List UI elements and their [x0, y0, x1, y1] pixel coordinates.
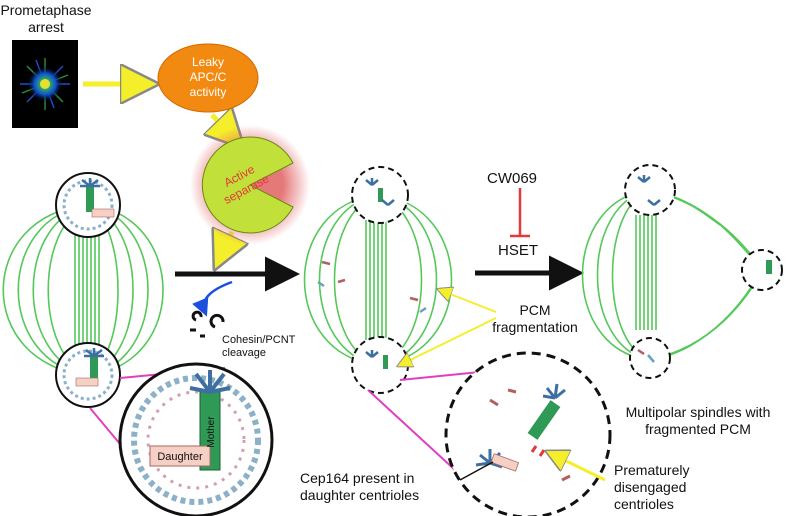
premature-line-1: Prematurely	[614, 462, 690, 478]
premature-line-3: centrioles	[614, 496, 674, 512]
inhibitor-label: CW069	[487, 170, 538, 187]
cep164-line-2: daughter centrioles	[300, 487, 420, 503]
prometaphase-line-1: Prometaphase	[0, 2, 92, 18]
centrosome-right-top	[624, 164, 676, 216]
pcm-arrows	[400, 290, 497, 365]
centrosome-left-top	[55, 172, 121, 238]
apc-oval	[157, 43, 259, 113]
premature-line-2: disengaged	[614, 479, 687, 495]
prometaphase-cell-image	[12, 40, 78, 128]
pcm-label: PCM fragmentation	[490, 302, 580, 336]
fragment-marks-right	[637, 175, 772, 363]
premature-arrow	[550, 453, 606, 482]
pcm-line-2: fragmentation	[492, 319, 578, 335]
cep164-line-1: Cep164 present in	[300, 470, 415, 486]
multipolar-line-2: fragmented PCM	[645, 421, 751, 437]
pcm-line-1: PCM	[519, 302, 551, 318]
zoom-line-mid-1	[367, 389, 456, 471]
apc-line-1: Leaky	[191, 55, 225, 69]
cohesin-line-2: cleavage	[222, 347, 267, 359]
centrosome-right-extra	[741, 249, 783, 291]
prometaphase-label: Prometaphase arrest	[0, 2, 92, 36]
apc-label: Leaky APC/C activity	[168, 55, 248, 100]
separase-shape	[190, 125, 310, 245]
multipolar-line-1: Multipolar spindles with	[625, 404, 771, 420]
centrosome-zoom-left	[118, 362, 274, 516]
multipolar-label: Multipolar spindles with fragmented PCM	[610, 404, 786, 438]
cep164-pointer	[459, 461, 494, 481]
premature-label: Prematurely disengaged centrioles	[614, 462, 689, 513]
cohesin-line-1: Cohesin/PCNT	[222, 334, 296, 346]
centrosome-zoom-middle	[444, 351, 612, 516]
cleavage-curve-arrow	[192, 280, 233, 317]
apc-line-3: activity	[189, 85, 227, 99]
cohesin-fragments	[190, 310, 225, 338]
hset-label: HSET	[498, 242, 539, 259]
spindle-right	[581, 189, 763, 361]
centrosome-left-bottom	[55, 342, 121, 408]
apc-line-2: APC/C	[189, 70, 227, 84]
daughter-label: Daughter	[157, 451, 203, 463]
fragment-marks-middle	[317, 178, 427, 369]
cohesin-label: Cohesin/PCNT cleavage	[222, 334, 295, 360]
mother-label: Mother	[206, 416, 217, 448]
prometaphase-line-2: arrest	[28, 19, 64, 35]
cep164-label: Cep164 present in daughter centrioles	[300, 470, 419, 504]
centrosome-middle-bottom	[351, 336, 409, 394]
